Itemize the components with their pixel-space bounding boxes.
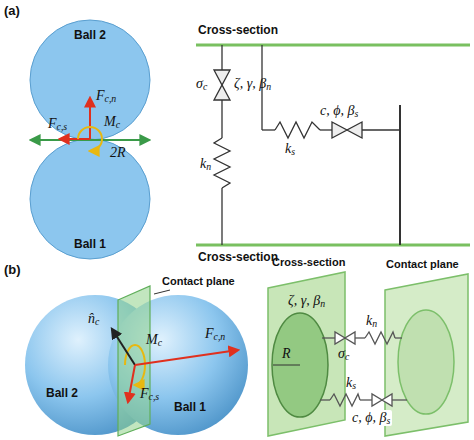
shear-force-arrow xyxy=(60,138,90,140)
bond-elements xyxy=(320,332,407,406)
drawing-part xyxy=(275,122,320,138)
drawing-part xyxy=(385,274,468,436)
drawing-part xyxy=(362,129,400,130)
text-label: R xyxy=(282,346,291,362)
text-label: (b) xyxy=(4,262,21,277)
drawing-part xyxy=(214,70,230,100)
ball-shape xyxy=(30,139,150,259)
symbol-label: ζ, γ, βn xyxy=(288,293,325,309)
drawing-part xyxy=(355,337,365,338)
drawing-part xyxy=(196,244,470,247)
text-label: Cross-section xyxy=(272,256,345,268)
drawing-part xyxy=(330,394,360,406)
drawing-part xyxy=(372,394,392,406)
symbol-label: Fc,n xyxy=(205,326,225,342)
drawing-part xyxy=(399,105,401,245)
force-arrows xyxy=(112,286,238,436)
ball-circle: Ball 1 xyxy=(30,139,150,259)
drawing-part xyxy=(272,313,328,417)
symbol-label: n̂c xyxy=(88,311,99,327)
symbol-label: σc xyxy=(338,346,349,362)
shear-force-arrow xyxy=(128,365,135,402)
ball-label: Ball 2 xyxy=(46,386,78,400)
leader-line xyxy=(154,290,170,294)
text-label: Cross-section xyxy=(198,23,278,37)
drawing-part xyxy=(262,129,275,130)
text-label: Cross-section xyxy=(198,250,278,264)
drawing-part xyxy=(221,188,222,245)
ball-outline xyxy=(108,295,248,435)
drawing-part xyxy=(273,365,300,366)
drawing-part xyxy=(196,44,470,47)
normal-force-arrow xyxy=(135,350,238,365)
diameter-arrow xyxy=(31,139,149,141)
symbol-label: ks xyxy=(285,141,295,157)
drawing-part xyxy=(221,100,222,138)
symbol-label: c, ϕ, βs xyxy=(350,410,392,426)
symbol-label: ks xyxy=(346,375,356,391)
ball-label: Ball 2 xyxy=(74,28,106,42)
contact-plane xyxy=(118,286,150,436)
moment-arrow xyxy=(78,127,102,151)
symbol-label: Fc,s xyxy=(48,116,67,132)
cross-section-line xyxy=(196,45,470,245)
drawing-part xyxy=(221,45,222,70)
text-label: Contact plane xyxy=(386,258,459,270)
drawing-part xyxy=(360,399,372,400)
normal-vector-arrow xyxy=(112,329,135,365)
symbol-label: Mc xyxy=(146,332,162,348)
text-label: 2R xyxy=(110,145,126,161)
symbol-label: Mc xyxy=(104,114,120,130)
contact-plane xyxy=(385,274,468,436)
symbol-label: c, ϕ, βs xyxy=(320,103,358,119)
force-arrows xyxy=(31,98,149,151)
drawing-part xyxy=(395,337,402,338)
ball-circle: Ball 1 xyxy=(108,295,248,435)
cross-section-plane xyxy=(268,272,345,436)
ball-label: Ball 1 xyxy=(174,400,206,414)
text-label: (a) xyxy=(4,3,20,18)
drawing-part xyxy=(320,399,330,400)
symbol-label: Fc,s xyxy=(140,386,159,402)
symbol-label: ζ, γ, βn xyxy=(234,76,271,92)
symbol-label: Fc,n xyxy=(96,88,116,104)
ball-shape xyxy=(30,20,150,140)
shear-branch xyxy=(262,45,400,245)
drawing-part xyxy=(332,122,362,138)
normal-force-arrow xyxy=(89,98,91,139)
drawing-part xyxy=(392,399,407,400)
drawing-part xyxy=(214,138,230,188)
symbol-label: σc xyxy=(196,76,207,92)
drawing-part xyxy=(268,272,345,436)
drawing-part xyxy=(322,337,335,338)
drawing-part xyxy=(365,332,395,344)
normal-branch xyxy=(214,45,230,245)
symbol-label: kn xyxy=(366,313,377,329)
ball-label: Ball 1 xyxy=(74,237,106,251)
drawing-part xyxy=(398,310,454,414)
drawing-part xyxy=(335,332,355,344)
text-label: Contact plane xyxy=(162,275,235,287)
drawing-part xyxy=(320,129,332,130)
symbol-label: kn xyxy=(200,156,211,172)
